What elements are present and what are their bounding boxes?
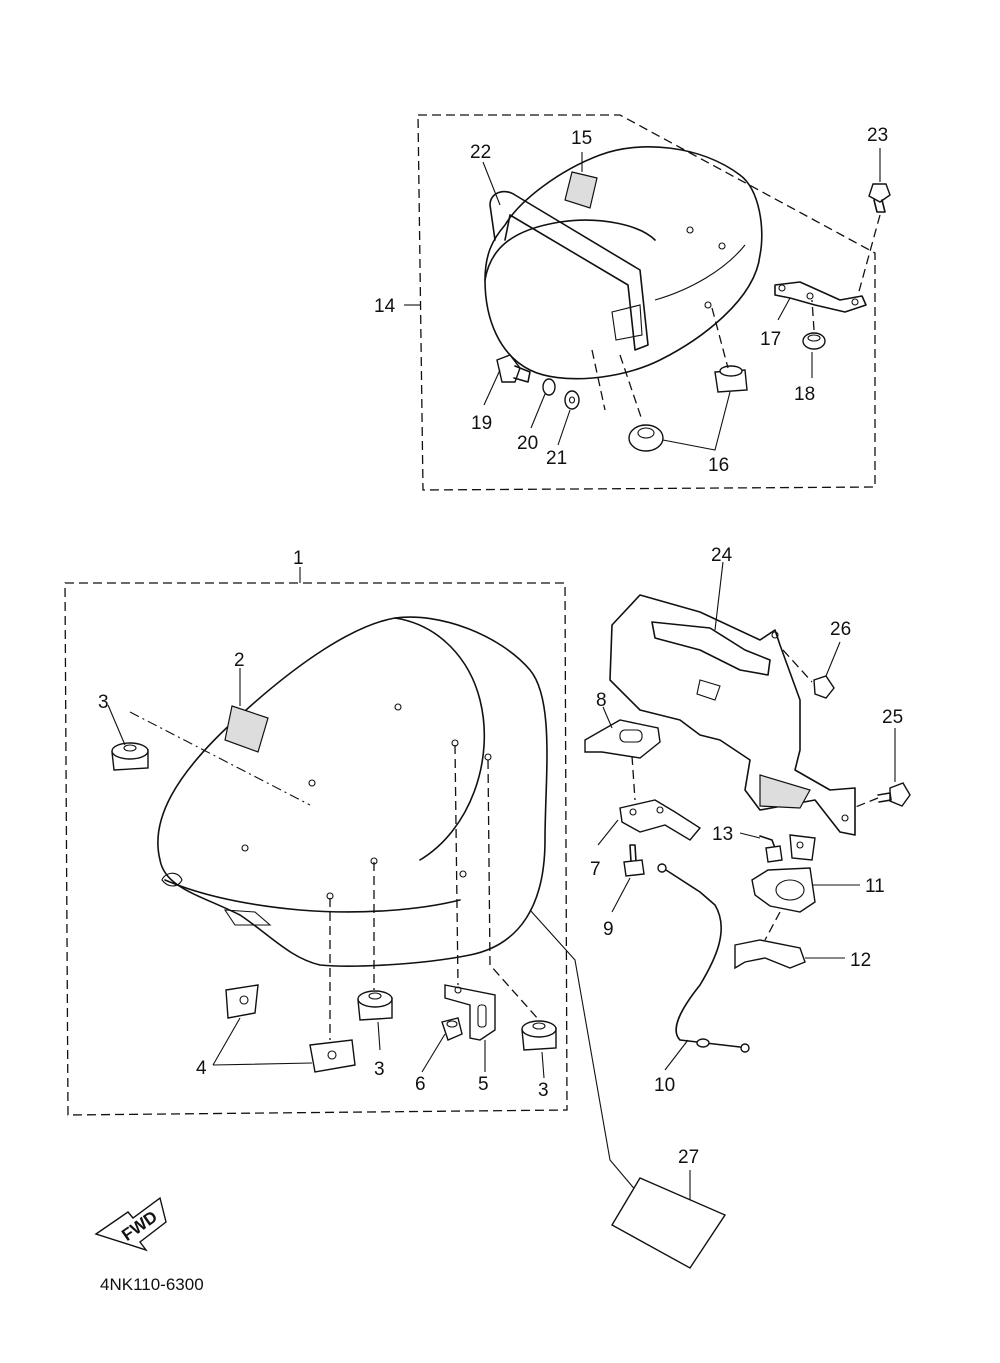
callout-1: 1 [293, 548, 304, 569]
callout-20: 20 [517, 433, 538, 454]
damper-3a [111, 742, 149, 771]
washer-21 [564, 390, 580, 410]
callout-15: 15 [571, 128, 592, 149]
bolt-9 [623, 844, 645, 877]
callout-10: 10 [654, 1075, 675, 1096]
callout-4: 4 [196, 1058, 207, 1079]
callout-25: 25 [882, 707, 903, 728]
callout-12: 12 [850, 950, 871, 971]
callout-21: 21 [546, 448, 567, 469]
plate-8 [584, 719, 661, 759]
group-14-boundary [417, 114, 876, 491]
fwd-arrow: FWD [94, 1196, 167, 1252]
damper-3b [357, 990, 393, 1021]
callout-8: 8 [596, 690, 607, 711]
callout-24: 24 [711, 545, 733, 566]
callout-19: 19 [471, 413, 492, 434]
damper-16b [628, 424, 664, 452]
callout-7: 7 [590, 859, 601, 880]
lock-cover-group [584, 561, 911, 1269]
bolt-13 [759, 835, 783, 863]
callout-6: 6 [415, 1074, 426, 1095]
bolt-19 [496, 354, 531, 383]
grab-bar [489, 190, 649, 351]
diagram-code: 4NK110-6300 [100, 1275, 204, 1294]
callout-2: 2 [234, 650, 245, 671]
bolt-23 [868, 183, 891, 213]
label-card-27 [611, 1177, 727, 1269]
clip-4a [225, 984, 259, 1019]
bolt-26 [813, 675, 835, 699]
damper-16a [714, 365, 748, 393]
hook-12 [734, 939, 806, 970]
callout-26: 26 [830, 619, 851, 640]
label-tag-15 [564, 171, 598, 209]
nut-6 [441, 1017, 463, 1041]
label-tag-2 [224, 705, 269, 753]
passenger-seat [484, 146, 763, 380]
callout-3: 3 [374, 1059, 385, 1080]
washer-20 [542, 378, 556, 396]
clip-4b [309, 1039, 356, 1073]
bolt-25 [877, 782, 911, 807]
callout-11: 11 [865, 876, 885, 897]
callout-18: 18 [794, 384, 815, 405]
damper-3c [521, 1020, 557, 1051]
callout-9: 9 [603, 919, 614, 940]
rider-seat-group [64, 567, 666, 1226]
seat-lock-11 [751, 834, 816, 913]
group-1-boundary [64, 582, 568, 1116]
nut-18 [802, 332, 826, 350]
seat-lock-cable [657, 863, 750, 1053]
callout-14: 14 [374, 296, 396, 317]
callout-3: 3 [538, 1080, 549, 1101]
callout-22: 22 [470, 142, 491, 163]
passenger-seat-group [404, 114, 891, 491]
bracket-5 [444, 984, 496, 1041]
callout-3: 3 [98, 692, 109, 713]
seat-lock-cover [609, 594, 856, 836]
bracket-7 [619, 799, 702, 841]
callout-5: 5 [478, 1074, 489, 1095]
callout-13: 13 [712, 824, 733, 845]
callout-17: 17 [760, 329, 781, 350]
callout-16: 16 [708, 455, 729, 476]
bracket-17 [774, 281, 867, 313]
callout-23: 23 [867, 125, 888, 146]
callout-27: 27 [678, 1147, 699, 1168]
